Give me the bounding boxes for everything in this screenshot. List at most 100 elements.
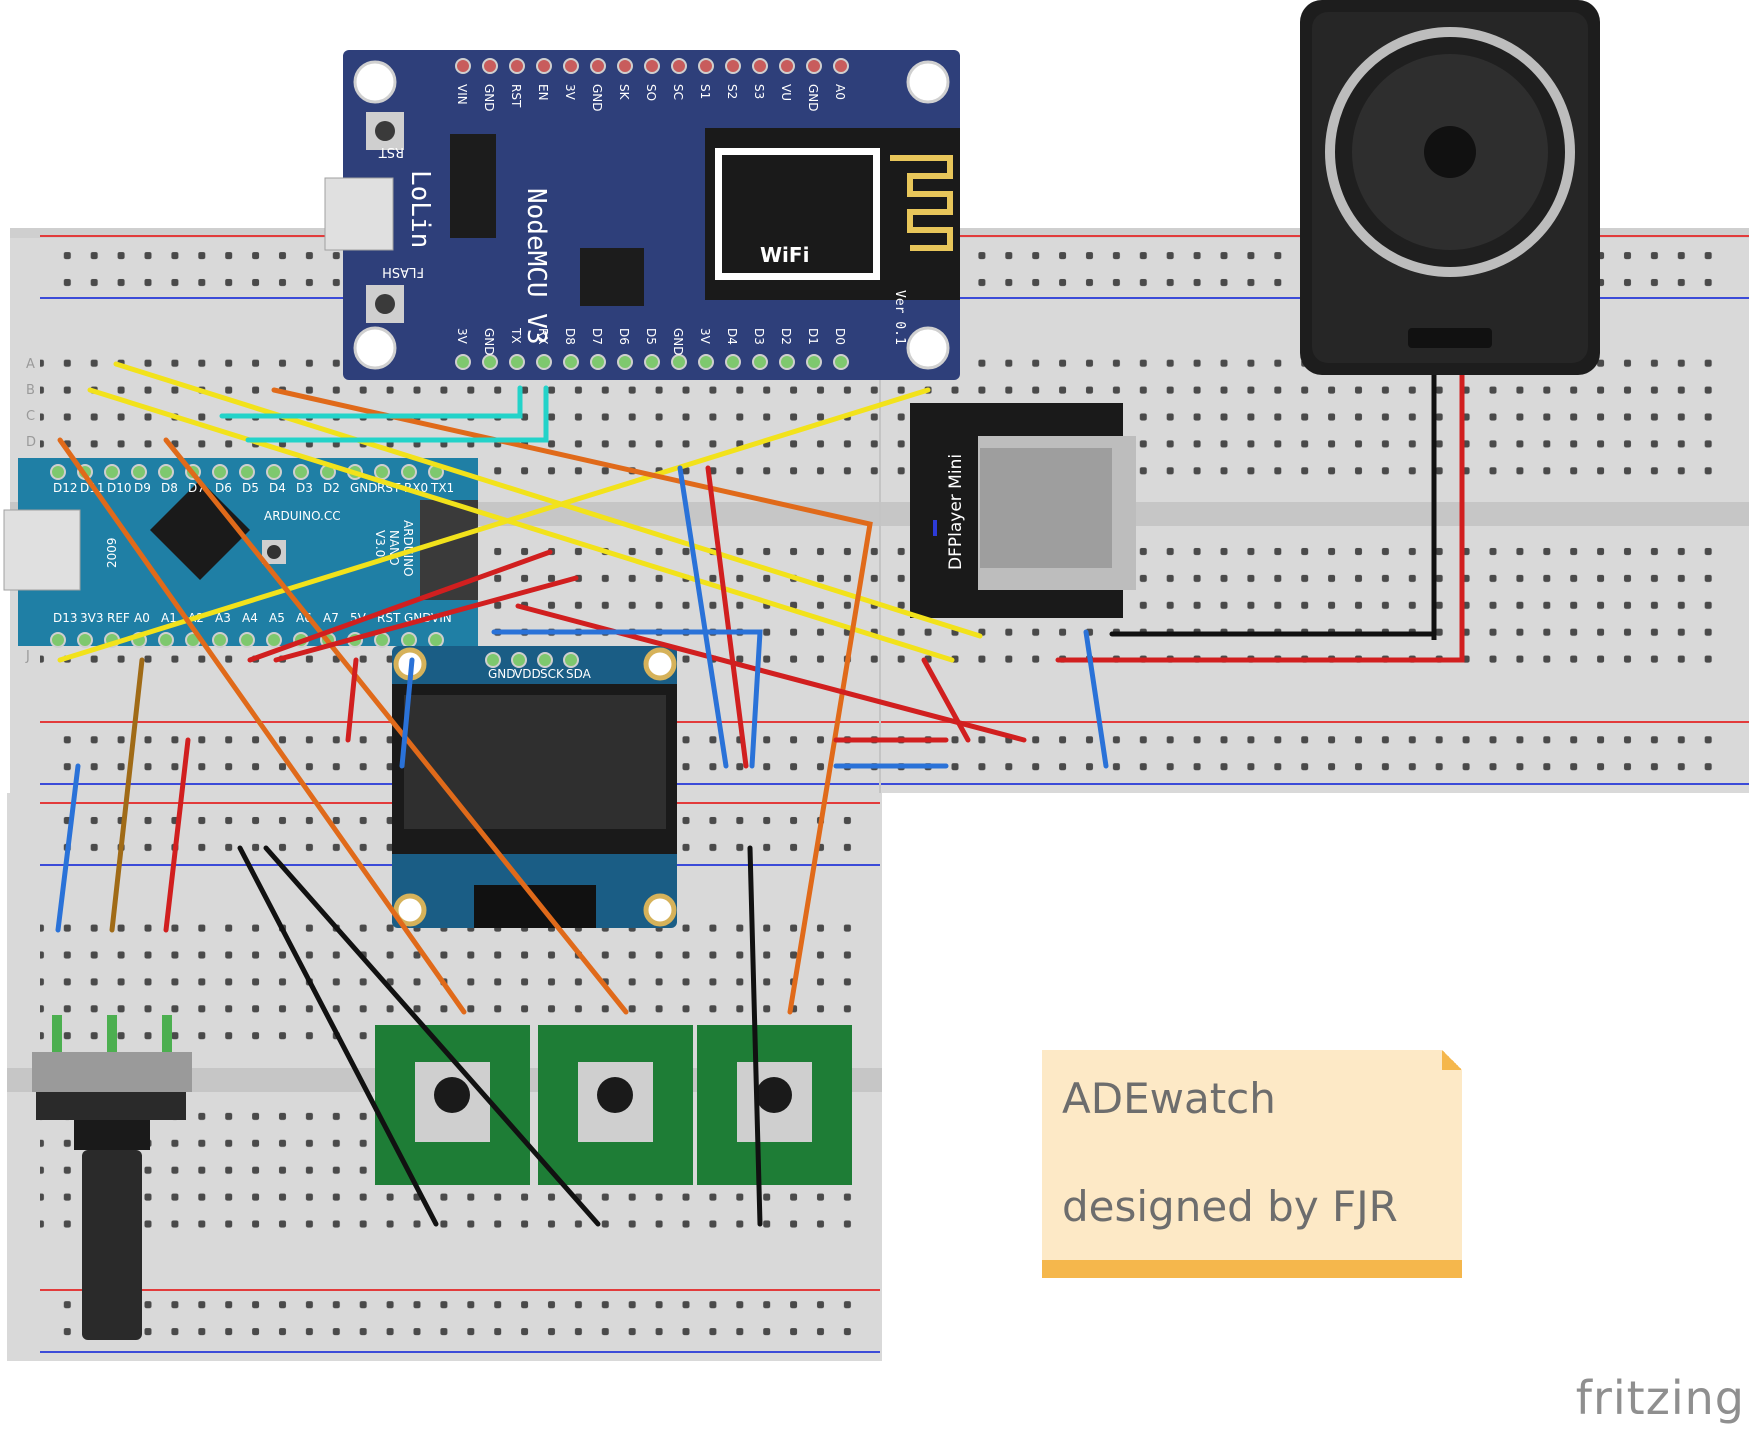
pin-label: D0 bbox=[833, 328, 847, 345]
pin-label: D9 bbox=[134, 481, 151, 495]
pin bbox=[698, 354, 714, 370]
pin-label: S3 bbox=[752, 84, 766, 99]
pin-label: D4 bbox=[725, 328, 739, 345]
wire bbox=[247, 549, 553, 663]
pin-label: GND bbox=[482, 84, 496, 112]
pin-label: GND bbox=[806, 84, 820, 112]
pin-label: SCK bbox=[540, 667, 565, 681]
pin-label: SC bbox=[671, 84, 685, 100]
pin bbox=[401, 632, 417, 648]
wires bbox=[55, 361, 1465, 1227]
potentiometer bbox=[32, 1015, 192, 1340]
wire bbox=[399, 657, 415, 769]
pin bbox=[536, 354, 552, 370]
pin-label: GND bbox=[488, 667, 516, 681]
pin bbox=[833, 58, 849, 74]
pin bbox=[50, 632, 66, 648]
note-title: ADEwatch bbox=[1062, 1074, 1276, 1123]
pin bbox=[806, 354, 822, 370]
pin bbox=[482, 58, 498, 74]
pin bbox=[509, 354, 525, 370]
pin bbox=[428, 632, 444, 648]
wire bbox=[55, 763, 81, 933]
pin-label: D8 bbox=[161, 481, 178, 495]
nano-model3: V3.0 bbox=[373, 530, 387, 557]
wire bbox=[1055, 463, 1465, 663]
pin bbox=[212, 464, 228, 480]
pin bbox=[671, 354, 687, 370]
wire bbox=[219, 385, 523, 419]
pin bbox=[725, 354, 741, 370]
pin bbox=[509, 58, 525, 74]
row-label-d: D bbox=[26, 435, 36, 450]
wifi-logo: WiFi bbox=[760, 243, 809, 267]
pin bbox=[725, 58, 741, 74]
row-label-j: J bbox=[25, 649, 30, 664]
pin-label: D6 bbox=[215, 481, 232, 495]
pin bbox=[590, 354, 606, 370]
pin-label: TX bbox=[509, 327, 523, 344]
pin bbox=[374, 464, 390, 480]
pin bbox=[158, 464, 174, 480]
pin bbox=[563, 652, 579, 668]
pin-label: D3 bbox=[752, 328, 766, 345]
flash-label: FLASH bbox=[382, 264, 424, 279]
pin bbox=[158, 632, 174, 648]
pin bbox=[698, 58, 714, 74]
pin-label: SO bbox=[644, 84, 658, 101]
pin bbox=[590, 58, 606, 74]
wire bbox=[1109, 463, 1437, 637]
note-fold bbox=[1442, 1050, 1462, 1070]
push-buttons bbox=[375, 1025, 852, 1185]
pin bbox=[563, 354, 579, 370]
pin-label: D6 bbox=[617, 328, 631, 345]
pin-label: D4 bbox=[269, 481, 286, 495]
pin-label: GND bbox=[671, 328, 685, 356]
pin-label: D8 bbox=[563, 328, 577, 345]
pin bbox=[537, 652, 553, 668]
pin-label: 3V bbox=[698, 328, 712, 345]
pin-label: 3V3 bbox=[80, 611, 103, 625]
note-credit: designed by FJR bbox=[1062, 1182, 1398, 1231]
wire bbox=[515, 603, 1027, 743]
pin-label: A3 bbox=[215, 611, 231, 625]
wire bbox=[677, 465, 729, 769]
pin bbox=[482, 354, 498, 370]
pin-label: SK bbox=[617, 84, 631, 101]
dfplayer-mini: DFPlayer Mini bbox=[910, 403, 1136, 618]
pin-label: D2 bbox=[779, 328, 793, 345]
nodemcu-title: NodeMCU V3 bbox=[521, 188, 551, 345]
pin-label: GND bbox=[590, 84, 604, 112]
lolin-label: LoLin bbox=[405, 170, 435, 248]
pin bbox=[644, 354, 660, 370]
pin-label: 3V bbox=[563, 84, 577, 101]
pin bbox=[374, 632, 390, 648]
dfplayer-label: DFPlayer Mini bbox=[946, 454, 966, 570]
pin-label: RST bbox=[509, 84, 523, 108]
wire bbox=[491, 629, 763, 769]
pin-label: 3V bbox=[455, 328, 469, 345]
pin-label: SDA bbox=[566, 667, 592, 681]
row-label-a: A bbox=[26, 357, 35, 372]
wire bbox=[747, 845, 763, 1227]
pin-label: A0 bbox=[134, 611, 150, 625]
pin bbox=[536, 58, 552, 74]
wire bbox=[163, 437, 629, 1015]
speaker bbox=[1300, 0, 1600, 662]
pin-label: S2 bbox=[725, 84, 739, 99]
pin bbox=[617, 58, 633, 74]
pin-label: RX bbox=[536, 328, 550, 345]
pin-label: GND bbox=[350, 481, 378, 495]
pin-label: D2 bbox=[323, 481, 340, 495]
wire bbox=[921, 657, 971, 743]
pin bbox=[511, 652, 527, 668]
pin bbox=[752, 58, 768, 74]
pin bbox=[563, 58, 579, 74]
pin bbox=[455, 58, 471, 74]
nodemcu-board: RST FLASH LoLin NodeMCU V3 Ver 0.1 WiFi … bbox=[324, 50, 960, 380]
pin bbox=[779, 58, 795, 74]
